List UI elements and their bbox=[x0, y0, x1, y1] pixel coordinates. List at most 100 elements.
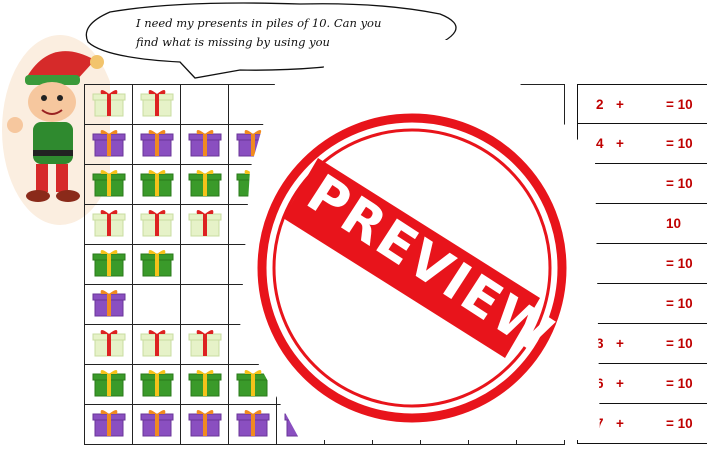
grid-cell bbox=[420, 324, 469, 365]
grid-cell bbox=[276, 284, 325, 325]
grid-cell bbox=[276, 324, 325, 365]
grid-cell bbox=[420, 404, 469, 445]
gift-grid bbox=[84, 84, 565, 445]
gift-icon bbox=[236, 410, 269, 437]
grid-cell bbox=[84, 364, 133, 405]
grid-cell bbox=[276, 364, 325, 405]
grid-cell bbox=[468, 84, 517, 125]
grid-cell bbox=[324, 364, 373, 405]
grid-cell bbox=[84, 204, 133, 245]
gift-icon bbox=[92, 90, 125, 117]
equation-row: 4+= 10 bbox=[577, 124, 707, 164]
gift-icon bbox=[140, 210, 173, 237]
grid-cell bbox=[516, 404, 565, 445]
grid-cell bbox=[84, 324, 133, 365]
grid-cell bbox=[180, 364, 229, 405]
gift-icon bbox=[140, 410, 173, 437]
plus-sign: + bbox=[616, 336, 624, 351]
equals-ten: = 10 bbox=[666, 256, 693, 271]
grid-cell bbox=[132, 124, 181, 165]
grid-cell bbox=[516, 84, 565, 125]
equation-row: 7+= 10 bbox=[577, 404, 707, 444]
grid-cell bbox=[228, 164, 277, 205]
gift-icon bbox=[92, 170, 125, 197]
gift-icon bbox=[188, 330, 221, 357]
grid-cell bbox=[468, 164, 517, 205]
addend: 7 bbox=[596, 416, 604, 431]
grid-cell bbox=[372, 404, 421, 445]
grid-cell bbox=[180, 324, 229, 365]
gift-icon bbox=[188, 370, 221, 397]
grid-cell bbox=[84, 124, 133, 165]
grid-cell bbox=[132, 404, 181, 445]
grid-cell bbox=[228, 404, 277, 445]
grid-cell bbox=[84, 244, 133, 285]
grid-cell bbox=[468, 124, 517, 165]
grid-cell bbox=[324, 324, 373, 365]
grid-cell bbox=[372, 364, 421, 405]
addend: 4 bbox=[596, 136, 604, 151]
grid-cell bbox=[420, 84, 469, 125]
grid-cell bbox=[276, 404, 325, 445]
gift-row bbox=[84, 364, 565, 405]
grid-cell bbox=[228, 284, 277, 325]
equation-row: 3+= 10 bbox=[577, 324, 707, 364]
grid-cell bbox=[324, 284, 373, 325]
grid-cell bbox=[468, 364, 517, 405]
bubble-line-2: find what is missing by using your num bbox=[136, 35, 365, 49]
equals-ten: = 10 bbox=[666, 376, 693, 391]
grid-cell bbox=[228, 324, 277, 365]
grid-cell bbox=[132, 324, 181, 365]
equation-row: = 10 bbox=[577, 244, 707, 284]
equation-row: 10 bbox=[577, 204, 707, 244]
gift-icon bbox=[140, 90, 173, 117]
grid-cell bbox=[84, 284, 133, 325]
grid-cell bbox=[324, 84, 373, 125]
grid-cell bbox=[180, 404, 229, 445]
grid-cell bbox=[180, 124, 229, 165]
gift-icon bbox=[92, 330, 125, 357]
grid-cell bbox=[84, 84, 133, 125]
grid-cell bbox=[228, 364, 277, 405]
plus-sign: + bbox=[616, 416, 624, 431]
grid-cell bbox=[372, 124, 421, 165]
grid-cell bbox=[516, 124, 565, 165]
grid-cell bbox=[132, 164, 181, 205]
grid-cell bbox=[132, 284, 181, 325]
gift-row bbox=[84, 404, 565, 445]
grid-cell bbox=[228, 124, 277, 165]
grid-cell bbox=[180, 204, 229, 245]
bubble-line-1: I need my presents in piles of 10. Can y… bbox=[136, 16, 382, 30]
gift-icon bbox=[92, 290, 125, 317]
gift-icon bbox=[92, 250, 125, 277]
plus-sign: + bbox=[616, 376, 624, 391]
grid-cell bbox=[132, 84, 181, 125]
equation-row: = 10 bbox=[577, 164, 707, 204]
grid-cell bbox=[324, 124, 373, 165]
plus-sign: + bbox=[616, 97, 624, 112]
gift-row bbox=[84, 84, 565, 125]
gift-row bbox=[84, 124, 565, 165]
grid-cell bbox=[372, 324, 421, 365]
grid-cell bbox=[228, 84, 277, 125]
grid-cell bbox=[276, 124, 325, 165]
grid-cell bbox=[516, 364, 565, 405]
gift-icon bbox=[236, 130, 269, 157]
gift-icon bbox=[140, 250, 173, 277]
grid-cell bbox=[180, 244, 229, 285]
grid-cell bbox=[84, 404, 133, 445]
gift-icon bbox=[140, 330, 173, 357]
grid-cell bbox=[468, 204, 517, 245]
gift-icon bbox=[140, 130, 173, 157]
grid-cell bbox=[420, 124, 469, 165]
grid-cell bbox=[180, 284, 229, 325]
addend: 3 bbox=[596, 336, 604, 351]
grid-cell bbox=[420, 164, 469, 205]
equals-ten: = 10 bbox=[666, 176, 693, 191]
gift-icon bbox=[92, 210, 125, 237]
grid-cell bbox=[132, 244, 181, 285]
gift-icon bbox=[92, 130, 125, 157]
grid-cell bbox=[324, 404, 373, 445]
addend: 6 bbox=[596, 376, 604, 391]
